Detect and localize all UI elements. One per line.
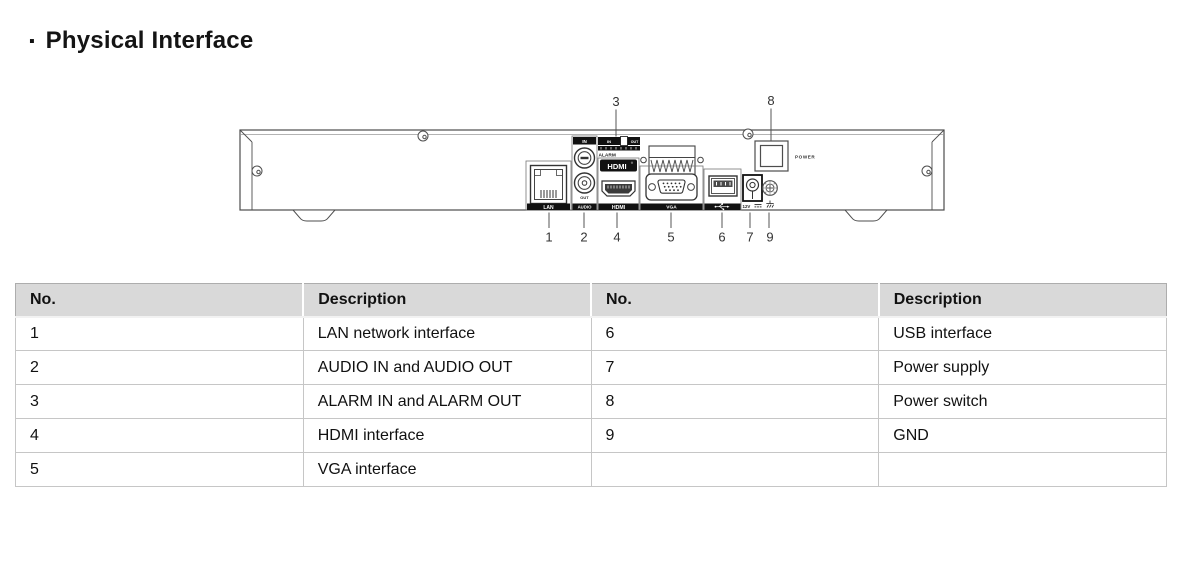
- power-label: POWER: [795, 155, 815, 160]
- table-row: 2 AUDIO IN and AUDIO OUT 7 Power supply: [15, 350, 1167, 385]
- alarm-in-label: IN: [607, 139, 611, 144]
- alarm-terminal: IN OUT ALARM: [598, 136, 704, 176]
- callouts: 3 8 1 2 4 5 6 7 9: [545, 93, 774, 245]
- rear-panel-svg: LAN IN OUT AUDIO IN: [239, 93, 945, 245]
- ground-icon: [766, 200, 774, 208]
- table-header-row: No. Description No. Description: [15, 283, 1167, 318]
- cell-description: AUDIO IN and AUDIO OUT: [302, 350, 592, 385]
- cell-no: 4: [15, 418, 304, 453]
- cell-no: 2: [15, 350, 304, 385]
- cell-no: 6: [590, 316, 880, 351]
- lan-port: LAN: [525, 160, 572, 211]
- cell-no: 7: [590, 350, 880, 385]
- vga-label: VGA: [666, 205, 677, 211]
- audio-in-label: IN: [582, 139, 587, 144]
- cell-no: 9: [590, 418, 880, 453]
- gnd-screw: [762, 180, 778, 208]
- cell-description: HDMI interface: [302, 418, 592, 453]
- page-title: Physical Interface: [45, 27, 254, 54]
- cell-description: VGA interface: [302, 452, 592, 487]
- cell-description: Power switch: [878, 384, 1167, 419]
- interface-table: No. Description No. Description 1 LAN ne…: [15, 283, 1167, 487]
- hdmi-logo: HDMI: [607, 162, 626, 171]
- cell-description: LAN network interface: [302, 316, 592, 351]
- hdmi-port: HDMI ® HDMI: [597, 157, 640, 211]
- audio-label: AUDIO: [578, 205, 593, 210]
- rear-panel-diagram: LAN IN OUT AUDIO IN: [230, 86, 950, 250]
- alarm-label: ALARM: [599, 153, 616, 159]
- cell-no: 8: [590, 384, 880, 419]
- callout-2: 2: [580, 230, 587, 245]
- cell-description: Power supply: [878, 350, 1167, 385]
- cell-no: 5: [15, 452, 304, 487]
- cell-description: USB interface: [878, 316, 1167, 351]
- callout-6: 6: [718, 230, 725, 245]
- callout-3: 3: [612, 94, 619, 109]
- alarm-out-label: OUT: [631, 140, 639, 144]
- cell-no: [590, 452, 880, 487]
- audio-out-label: OUT: [580, 195, 589, 200]
- callout-4: 4: [613, 230, 620, 245]
- hdmi-logo-reg: ®: [631, 161, 634, 165]
- callout-9: 9: [766, 230, 773, 245]
- usb-icon: [714, 203, 730, 211]
- callout-7: 7: [746, 230, 753, 245]
- table-row: 3 ALARM IN and ALARM OUT 8 Power switch: [15, 384, 1167, 419]
- vga-port: VGA: [639, 165, 704, 211]
- lan-label: LAN: [543, 205, 554, 211]
- cell-description: [878, 452, 1167, 487]
- cell-no: 1: [15, 316, 304, 351]
- callout-1: 1: [545, 230, 552, 245]
- table-row: 5 VGA interface: [15, 452, 1167, 487]
- table-row: 1 LAN network interface 6 USB interface: [15, 316, 1167, 351]
- audio-ports: IN OUT AUDIO: [571, 135, 598, 211]
- dc-power-jack: 12V: [742, 174, 763, 209]
- table-row: 4 HDMI interface 9 GND: [15, 418, 1167, 453]
- cell-description: GND: [878, 418, 1167, 453]
- callout-8: 8: [767, 93, 774, 108]
- title-bullet: ▪: [29, 33, 35, 50]
- header-no-left: No.: [15, 283, 304, 318]
- cell-description: ALARM IN and ALARM OUT: [302, 384, 592, 419]
- section-title: ▪ Physical Interface: [29, 27, 253, 55]
- header-no-right: No.: [590, 283, 880, 318]
- hdmi-label: HDMI: [612, 205, 626, 211]
- header-description-right: Description: [877, 283, 1167, 318]
- cell-no: 3: [15, 384, 304, 419]
- panel-screw-icons: [251, 128, 933, 177]
- header-description-left: Description: [302, 283, 592, 318]
- dc12v-label: 12V: [743, 204, 751, 209]
- callout-5: 5: [667, 230, 674, 245]
- dc-symbol-icon: [754, 204, 762, 208]
- power-switch: POWER: [754, 140, 815, 172]
- chassis-feet: [291, 209, 889, 222]
- usb-port: [703, 168, 742, 211]
